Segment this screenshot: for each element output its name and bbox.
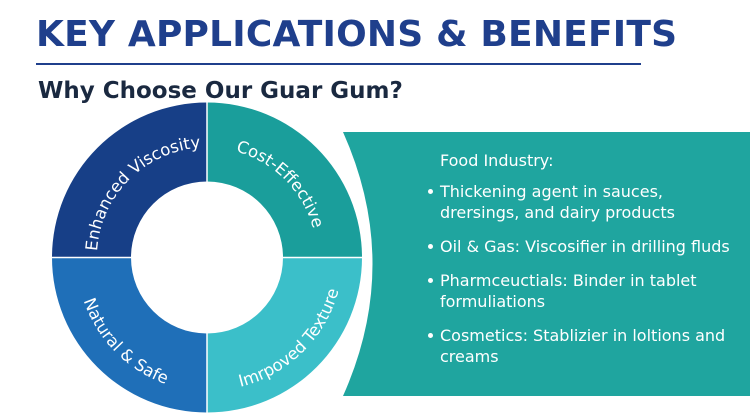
- list-item-pharma: Pharmceuctials: Binder in tablet formuli…: [428, 270, 740, 312]
- list-item-cosmetics: Cosmetics: Stablizier in loltions and cr…: [428, 325, 740, 367]
- page-title: KEY APPLICATIONS & BENEFITS: [36, 14, 678, 55]
- panel-shape: [343, 132, 750, 396]
- segment-improved-texture: [207, 257, 362, 413]
- list-item-oil-gas: Oil & Gas: Viscosifier in drilling fluds: [428, 236, 740, 257]
- segment-cost-effective: [207, 102, 362, 258]
- segment-natural-safe: [52, 257, 207, 413]
- list-item-food: Thickening agent in sauces, drersings, a…: [428, 181, 740, 223]
- benefits-list: Thickening agent in sauces, drersings, a…: [428, 181, 740, 367]
- segment-enhanced-viscosity: [52, 102, 207, 258]
- panel-heading: Food Industry:: [440, 151, 554, 170]
- title-underline: [36, 63, 641, 65]
- panel-content: Food Industry: Thickening agent in sauce…: [428, 150, 740, 380]
- page-subtitle: Why Choose Our Guar Gum?: [38, 78, 403, 104]
